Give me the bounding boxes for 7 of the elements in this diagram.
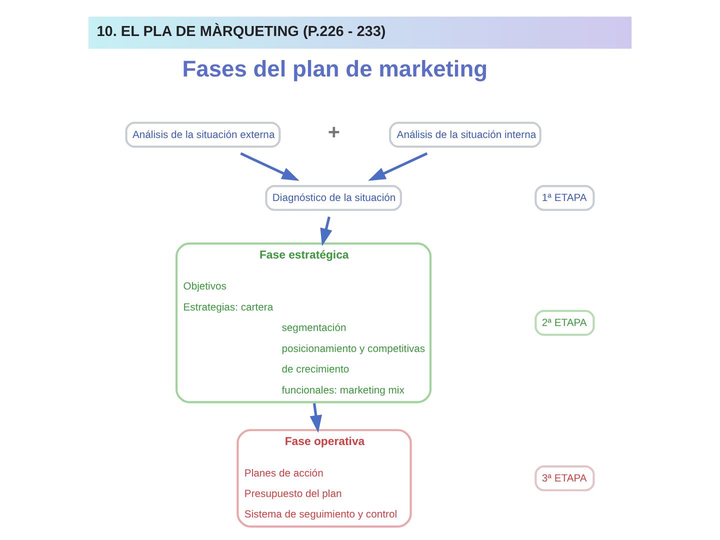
diagram-title: 10. EL PLA DE MÀRQUETING (P.226 - 233) — [96, 24, 386, 40]
arrow — [240, 152, 300, 181]
label: Fases del plan de marketing — [182, 55, 488, 82]
arrow — [310, 403, 322, 433]
label: + — [328, 120, 340, 144]
arrow — [368, 152, 428, 181]
arrow — [320, 216, 332, 246]
